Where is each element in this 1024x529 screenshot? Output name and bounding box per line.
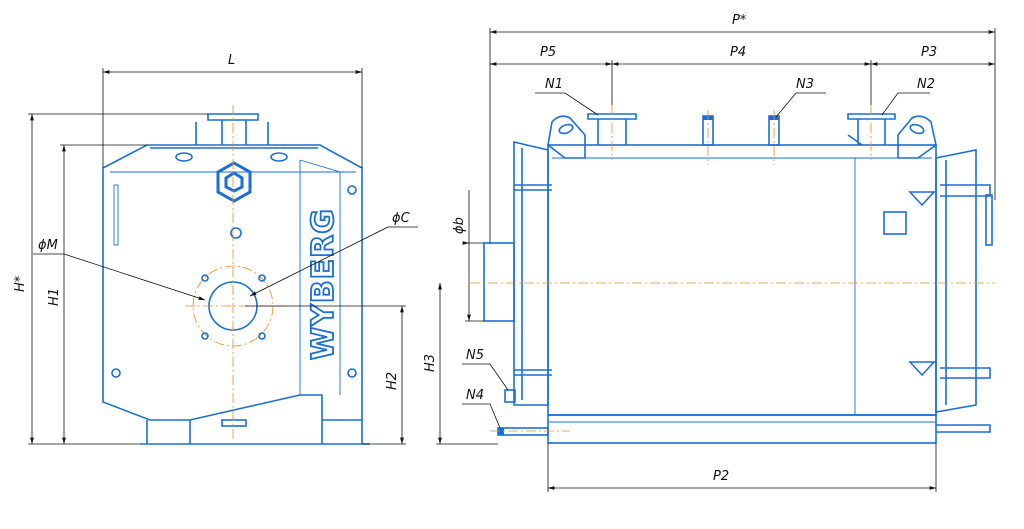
rear-bracket-bottom [908,361,936,377]
dim-label-p-star: P* [732,13,747,28]
flange-bolt-4 [258,332,266,340]
nozzle-n2 [847,113,896,145]
dim-label-h3: H3 [423,354,438,372]
side-view [470,105,995,444]
label-n2: N2 [917,77,935,92]
front-leg-right [321,420,363,444]
dim-label-p2: P2 [713,469,729,484]
front-side-panel [299,159,341,395]
side-lifting-lug-left [547,115,586,159]
flange-bolt-1 [201,274,209,282]
front-lug-hole-left [175,152,193,162]
dim-label-l: L [228,53,235,68]
flange-bolt-3 [201,332,209,340]
side-small-valve [847,134,863,146]
dim-label-p4: P4 [730,45,746,60]
front-bolt-right-bottom [347,368,357,378]
front-bottom-drain [221,419,247,427]
label-n3: N3 [796,77,814,92]
label-n5: N5 [466,348,484,363]
front-leg-left [146,420,191,444]
rear-bracket-top [908,191,936,207]
side-shell [547,144,937,416]
dim-label-phi-b: ϕb [452,217,467,234]
dim-label-phi-m: ϕM [38,238,58,253]
label-n4: N4 [466,388,484,403]
front-left-rod [113,184,119,246]
flange-bolt-2 [258,274,266,282]
side-burner-tube [483,242,515,322]
side-hinge-bottom [514,369,552,376]
side-dimensions: P* P5 P4 P3 P2 N1 N2 N3 N5 N4 H3 ϕb [423,13,996,492]
front-bolt-left [111,368,121,378]
rear-base-extension [936,424,991,433]
dim-label-h-star: H* [13,275,28,292]
front-bolt-right-top [347,185,357,195]
front-top-nozzle [195,113,269,145]
brand-text: WYBERG [306,208,341,360]
side-lifting-lug-right [897,115,937,159]
rear-handle [985,194,993,246]
front-sight-glass [230,227,242,239]
dim-label-p3: P3 [921,45,937,60]
front-body-outline [102,144,363,421]
label-n1: N1 [545,77,563,92]
dim-label-phi-c: ϕC [392,211,411,226]
fitting-n5 [504,389,516,403]
side-base-frame [547,414,937,444]
fitting-n4 [497,427,549,436]
side-rear-smokebox [935,149,977,413]
front-lug-hole-right [270,152,288,162]
rear-hinges [940,184,991,379]
dim-label-p5: P5 [540,45,556,60]
dim-label-h2: H2 [385,372,400,390]
side-front-door [513,140,549,406]
side-control-box [883,211,907,235]
side-hinge-top [514,184,552,191]
brand-logo-icon [216,161,252,203]
nozzle-n1 [587,113,637,145]
front-view: WYBERG [102,105,370,445]
dim-label-h1: H1 [47,288,62,306]
front-dimensions: L H* H1 H2 ϕM ϕC [13,53,418,445]
